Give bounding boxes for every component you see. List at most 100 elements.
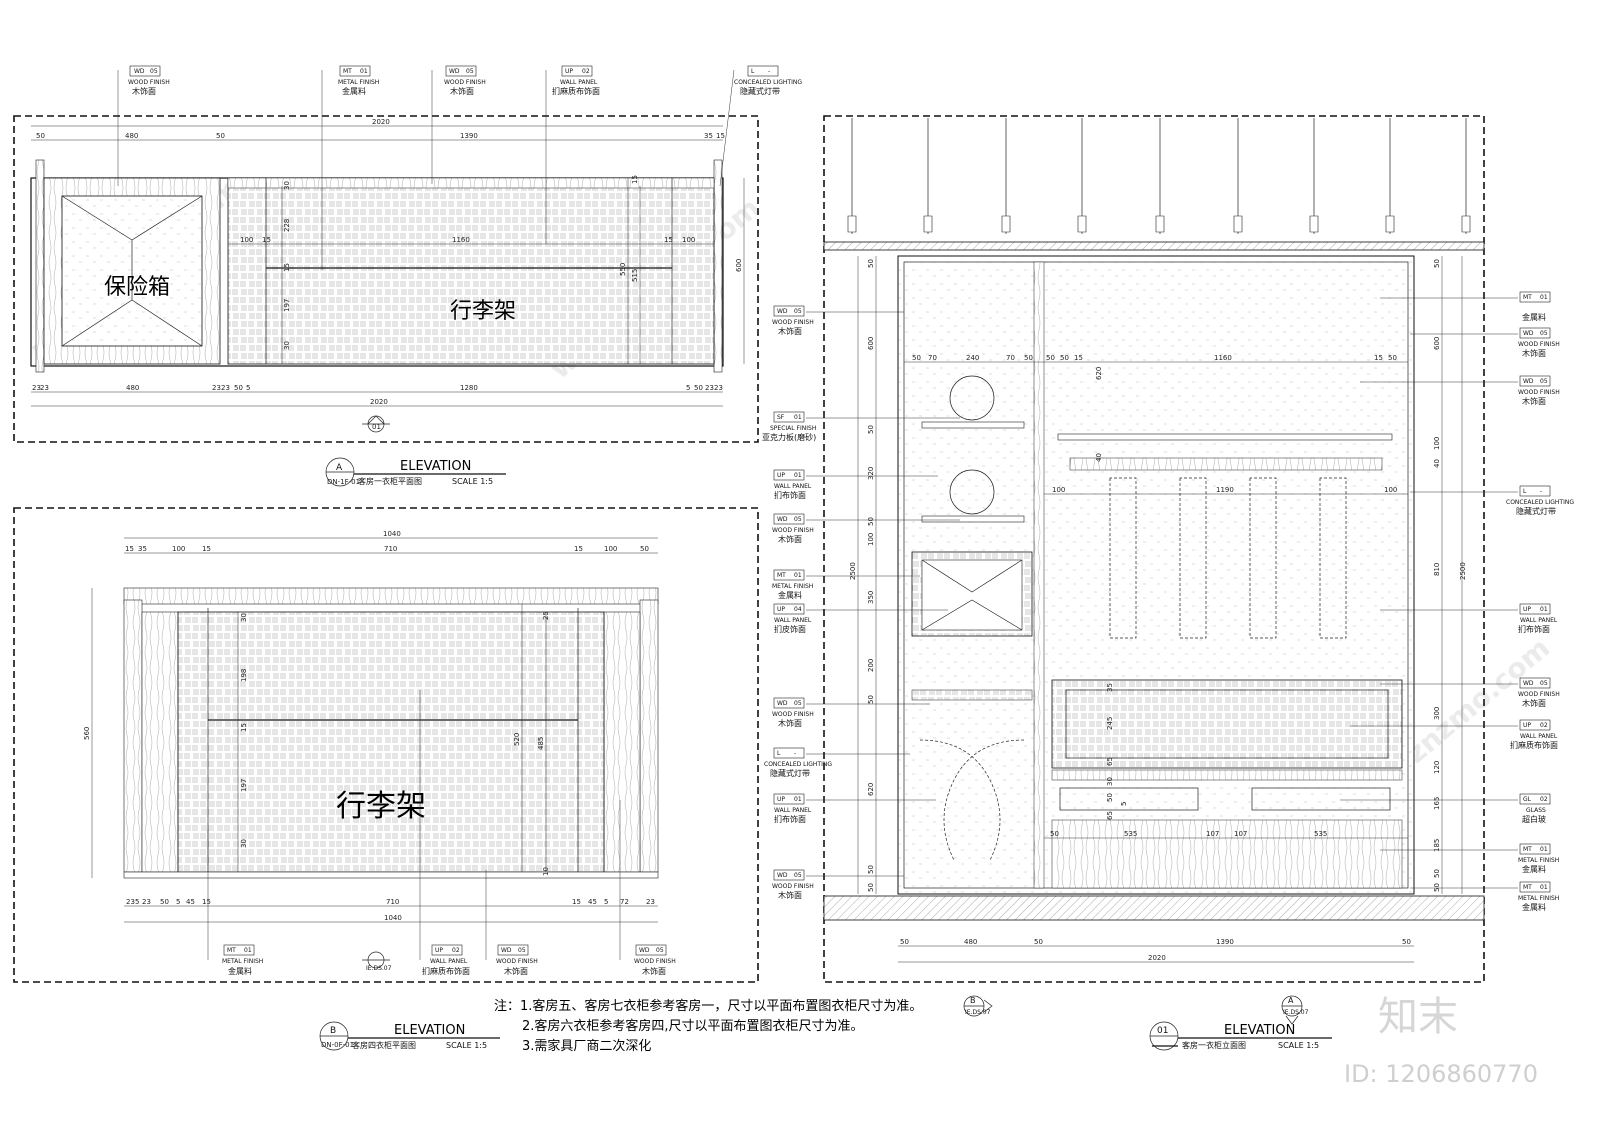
dim-text: 72 bbox=[620, 898, 629, 906]
dim-text: 23 bbox=[40, 384, 49, 392]
title-block-a: A DN-1F-01 ELEVATION 客房一衣柜平面图 SCALE 1:5 bbox=[325, 457, 506, 487]
svg-text:WALL PANEL: WALL PANEL bbox=[1520, 617, 1558, 624]
svg-text:02: 02 bbox=[1540, 796, 1548, 803]
svg-text:木饰面: 木饰面 bbox=[132, 86, 156, 96]
dim-text: 710 bbox=[384, 545, 397, 553]
svg-text:ELEVATION: ELEVATION bbox=[400, 459, 471, 474]
dim-text: 23 bbox=[212, 384, 221, 392]
callout-wood-finish-b: WD 05 WOOD FINISH 木饰面 bbox=[485, 870, 538, 976]
dim-text: 1040 bbox=[384, 914, 402, 922]
dim-text: 1040 bbox=[383, 530, 401, 538]
svg-text:WD: WD bbox=[501, 947, 512, 954]
dim-text: 50 bbox=[216, 132, 225, 140]
dim-text: 810 bbox=[1433, 563, 1441, 576]
svg-text:65: 65 bbox=[1106, 757, 1114, 766]
dim-text: 200 bbox=[867, 659, 875, 672]
note-2: 2.客房六衣柜参考客房四,尺寸以平面布置图衣柜尺寸为准。 bbox=[522, 1018, 864, 1034]
svg-text:05: 05 bbox=[794, 700, 802, 707]
dim-text: 2020 bbox=[370, 398, 388, 406]
section-ref: 01 bbox=[372, 423, 381, 431]
svg-text:05: 05 bbox=[656, 947, 664, 954]
dim-text: 480 bbox=[126, 384, 139, 392]
svg-text:木饰面: 木饰面 bbox=[504, 966, 528, 976]
svg-text:L: L bbox=[1523, 488, 1527, 495]
svg-text:WALL PANEL: WALL PANEL bbox=[430, 958, 468, 965]
dim-text: 23 bbox=[714, 384, 723, 392]
callout-wall-panel-b: UP 02 WALL PANEL 扪麻质布饰面 bbox=[419, 690, 470, 976]
svg-text:木饰面: 木饰面 bbox=[1522, 348, 1546, 358]
svg-text:MT: MT bbox=[1523, 846, 1532, 853]
dim-text: 485 bbox=[537, 737, 545, 750]
svg-text:ELEVATION: ELEVATION bbox=[394, 1023, 465, 1038]
dim-text: 165 bbox=[1433, 797, 1441, 810]
svg-text:02: 02 bbox=[582, 68, 590, 75]
dim-text: 320 bbox=[867, 467, 875, 480]
dim-text: 5 bbox=[135, 898, 139, 906]
svg-text:01: 01 bbox=[794, 414, 802, 421]
dim-text: 1160 bbox=[1214, 354, 1232, 362]
dim-text: 23 bbox=[221, 384, 230, 392]
dim-text: 107 bbox=[1234, 830, 1247, 838]
dim-text: 15 bbox=[125, 545, 134, 553]
dim-text: 228 bbox=[283, 219, 291, 232]
dim-text: 50 bbox=[867, 883, 875, 892]
svg-text:木饰面: 木饰面 bbox=[642, 966, 666, 976]
svg-text:WOOD FINISH: WOOD FINISH bbox=[772, 319, 814, 326]
dim-text: 2500 bbox=[849, 562, 857, 580]
svg-text:L: L bbox=[777, 750, 781, 757]
svg-text:METAL FINISH: METAL FINISH bbox=[1518, 895, 1559, 902]
svg-text:扪布饰面: 扪布饰面 bbox=[774, 490, 806, 500]
callout-wood-finish: WD 05 WOOD FINISH 木饰面 bbox=[117, 65, 170, 186]
svg-text:04: 04 bbox=[794, 606, 802, 613]
dim-text: 480 bbox=[125, 132, 138, 140]
svg-text:SCALE 1:5: SCALE 1:5 bbox=[446, 1041, 487, 1050]
svg-text:SPECIAL FINISH: SPECIAL FINISH bbox=[770, 425, 816, 432]
svg-text:亚克力板(磨砂): 亚克力板(磨砂) bbox=[762, 432, 816, 442]
svg-text:扪布饰面: 扪布饰面 bbox=[1518, 624, 1550, 634]
dim-text: 2020 bbox=[372, 118, 390, 126]
svg-text:01: 01 bbox=[360, 68, 368, 75]
callout-metal-finish-b: MT 01 METAL FINISH 金属料 bbox=[207, 830, 263, 976]
dim-text: 15 bbox=[202, 545, 211, 553]
callout-wood-finish-b2: WD 05 WOOD FINISH 木饰面 bbox=[619, 800, 676, 976]
svg-text:WALL PANEL: WALL PANEL bbox=[774, 807, 812, 814]
inner-drawer-dims: 620 40 245 35 65 30 50 65 5 bbox=[1095, 367, 1128, 820]
svg-text:MT: MT bbox=[1523, 294, 1532, 301]
svg-text:扪麻质布饰面: 扪麻质布饰面 bbox=[552, 86, 600, 96]
svg-text:WALL PANEL: WALL PANEL bbox=[774, 617, 812, 624]
dim-text: 2500 bbox=[1459, 562, 1467, 580]
svg-text:MT: MT bbox=[343, 68, 352, 75]
svg-text:WALL PANEL: WALL PANEL bbox=[560, 79, 598, 86]
svg-text:客房一衣柜平面图: 客房一衣柜平面图 bbox=[358, 476, 422, 486]
dim-text: 5 bbox=[246, 384, 250, 392]
svg-text:-: - bbox=[1540, 488, 1542, 495]
note-3: 3.需家具厂商二次深化 bbox=[522, 1038, 651, 1054]
svg-text:01: 01 bbox=[1540, 294, 1548, 301]
notes: 注：1.客房五、客房七衣柜参考客房一，尺寸以平面布置图衣柜尺寸为准。 2.客房六… bbox=[494, 998, 922, 1054]
svg-text:05: 05 bbox=[150, 68, 158, 75]
svg-text:GLASS: GLASS bbox=[1526, 807, 1546, 814]
svg-text:木饰面: 木饰面 bbox=[778, 534, 802, 544]
svg-text:WOOD FINISH: WOOD FINISH bbox=[1518, 341, 1560, 348]
dim-text: 70 bbox=[1006, 354, 1015, 362]
svg-text:05: 05 bbox=[1540, 378, 1548, 385]
ceiling-hangers bbox=[847, 118, 1471, 234]
dim-text: 15 bbox=[664, 236, 673, 244]
svg-text:WOOD FINISH: WOOD FINISH bbox=[1518, 691, 1560, 698]
svg-text:01: 01 bbox=[1540, 884, 1548, 891]
dim-text: 10 bbox=[542, 867, 550, 876]
svg-text:UP: UP bbox=[777, 472, 785, 479]
dim-text: 50 bbox=[867, 425, 875, 434]
dim-text: 45 bbox=[186, 898, 195, 906]
dim-text: 535 bbox=[1124, 830, 1137, 838]
callout-wood-finish-2: WD 05 WOOD FINISH 木饰面 bbox=[431, 65, 486, 184]
svg-text:01: 01 bbox=[1157, 1026, 1168, 1036]
